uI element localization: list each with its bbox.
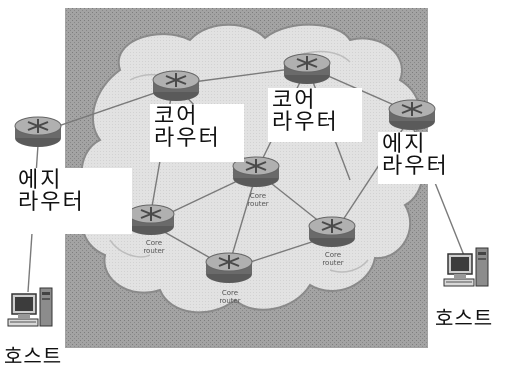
core-router-small-label: Core router [322, 251, 344, 267]
host-computer-icon [7, 287, 53, 327]
core-router-small-label: Core router [219, 289, 241, 305]
edge-router-label-left: 에지 라우터 [12, 168, 132, 234]
router-icon [152, 70, 200, 102]
router-icon [283, 53, 331, 85]
core-router-small-label: Core router [247, 192, 269, 208]
router-icon [14, 116, 62, 148]
core-router-label-mid: 코어 라우터 [268, 88, 362, 142]
link-center-bottom [229, 177, 256, 263]
host-label-right: 호스트 [435, 306, 494, 330]
router-icon [308, 216, 356, 248]
core-router-label-left: 코어 라우터 [150, 104, 244, 162]
host-label-left: 호스트 [4, 344, 63, 368]
router-icon [388, 99, 436, 131]
edge-router-label-right: 에지 라우터 [378, 132, 472, 184]
host-computer-icon [443, 247, 489, 287]
router-icon [205, 252, 253, 284]
core-router-small-label: Core router [143, 239, 165, 255]
router-icon [127, 204, 175, 236]
